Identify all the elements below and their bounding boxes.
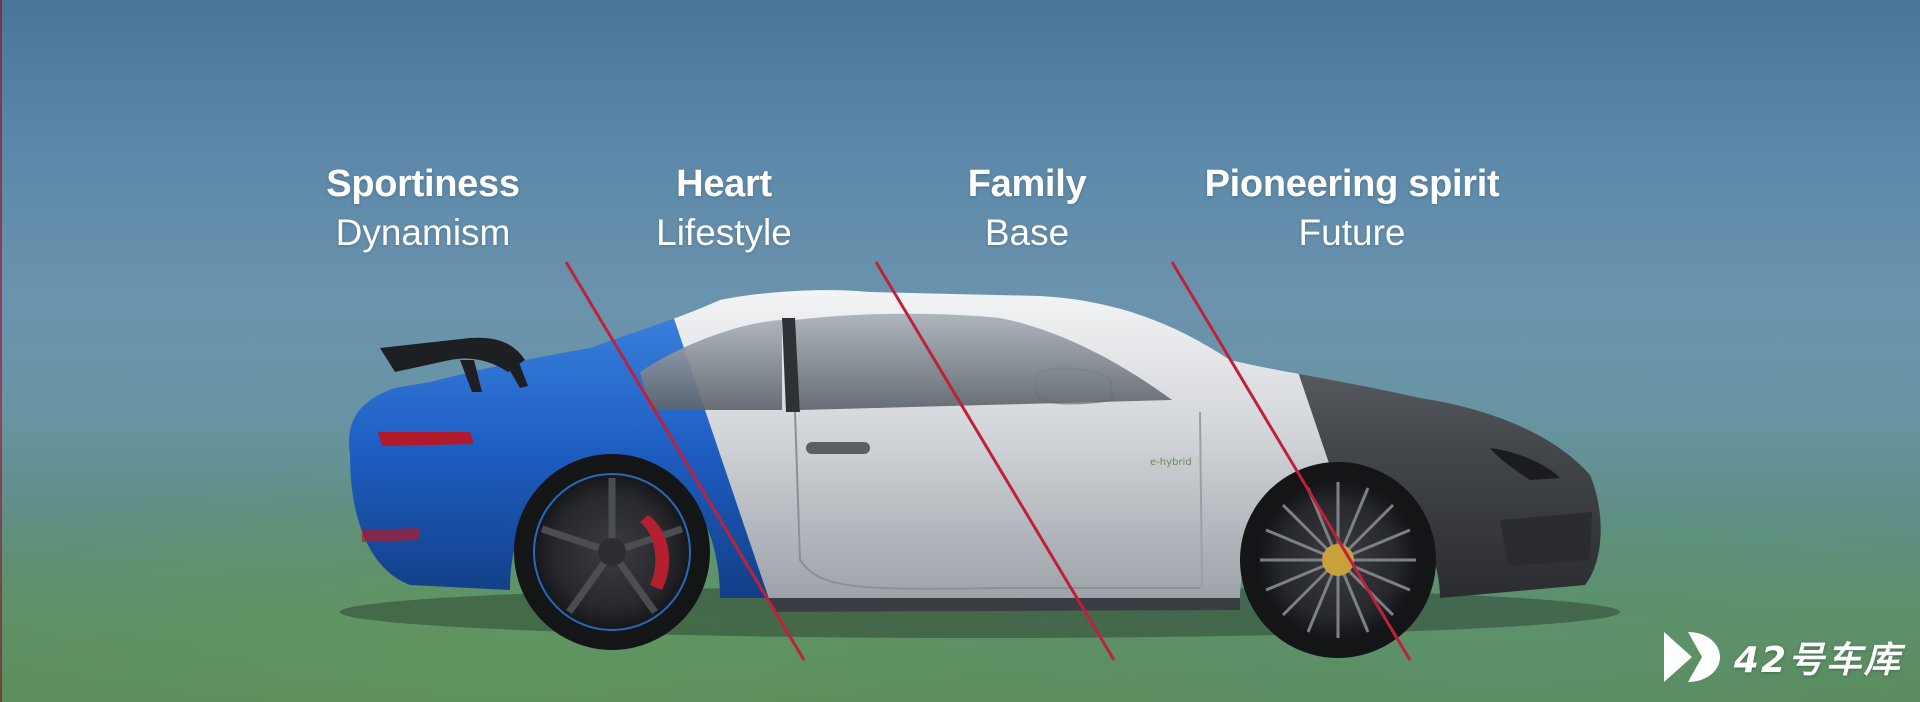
taillight: [378, 432, 474, 446]
label-subtitle: Future: [1298, 212, 1406, 253]
svg-text:e-hybrid: e-hybrid: [1150, 457, 1192, 468]
label-family: Family Base: [847, 161, 1207, 259]
label-title: Sportiness: [326, 163, 520, 205]
label-title: Family: [967, 163, 1087, 205]
label-subtitle: Lifestyle: [656, 212, 792, 253]
carbon-body-section: [1172, 290, 1601, 598]
divider-line-1: [564, 261, 806, 661]
left-edge-line: [0, 0, 2, 702]
label-title: Heart: [676, 163, 772, 205]
rear-wheel: [514, 454, 710, 650]
label-title: Pioneering spirit: [1204, 163, 1500, 205]
section-dividers: [564, 261, 1412, 661]
window-glass: [640, 313, 1172, 412]
label-heart: Heart Lifestyle: [544, 161, 904, 259]
watermark: 42号车库: [1658, 626, 1902, 688]
rear-wing: [380, 337, 528, 392]
divider-line-3: [1170, 261, 1412, 661]
front-wheel: [1240, 462, 1436, 658]
label-pioneering-spirit: Pioneering spirit Future: [1172, 161, 1532, 259]
label-subtitle: Base: [984, 212, 1070, 253]
divider-line-2: [874, 261, 1116, 661]
play-logo-icon: [1663, 632, 1720, 682]
label-subtitle: Dynamism: [335, 212, 511, 253]
watermark-text: 42号车库: [1733, 640, 1902, 681]
label-sportiness: Sportiness Dynamism: [243, 161, 603, 259]
